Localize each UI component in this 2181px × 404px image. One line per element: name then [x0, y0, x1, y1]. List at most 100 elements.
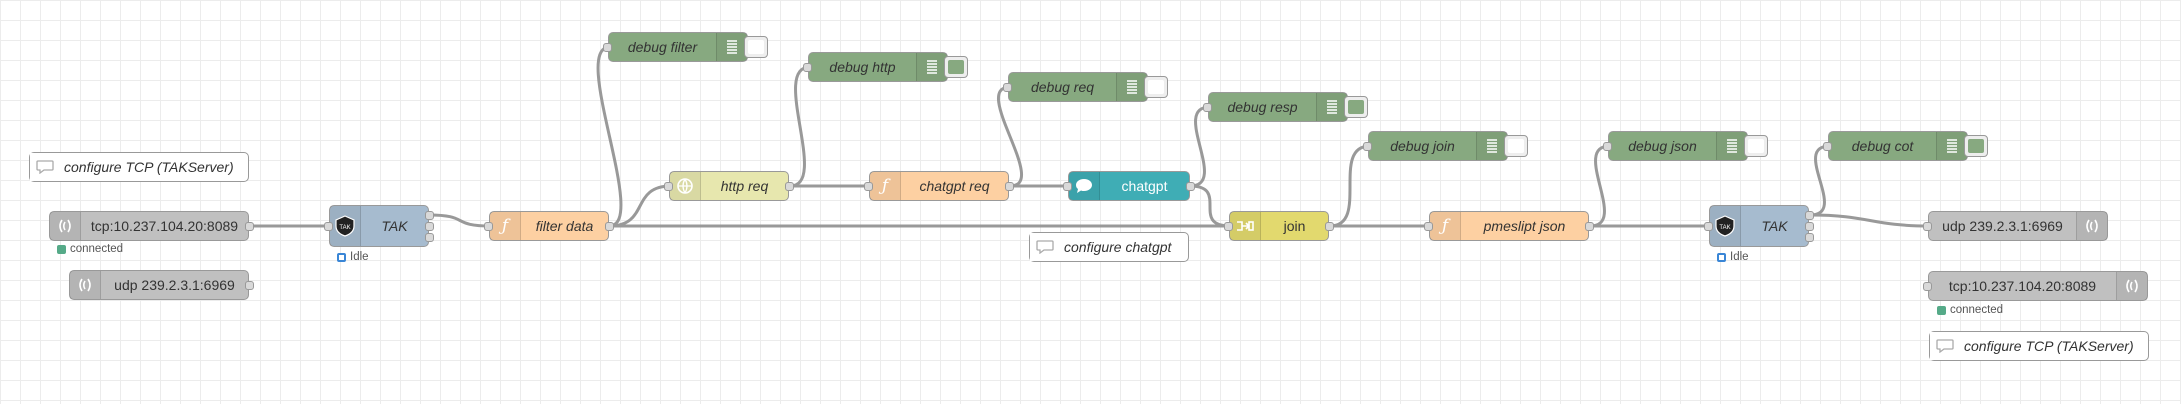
- input-port[interactable]: [803, 63, 812, 72]
- node-label: pmeslipt json: [1483, 218, 1566, 234]
- input-port[interactable]: [1704, 222, 1713, 231]
- udp-out-node[interactable]: udp 239.2.3.1:6969: [1923, 211, 2108, 241]
- input-port[interactable]: [1603, 142, 1612, 151]
- debug-node-cot[interactable]: debug cot: [1823, 131, 1968, 161]
- function-icon: ƒ: [870, 172, 901, 200]
- comment-icon: [30, 153, 60, 181]
- debug-toggle-button[interactable]: [1344, 96, 1368, 118]
- status-dot: [1717, 252, 1726, 262]
- debug-list-icon: [716, 33, 747, 61]
- input-port[interactable]: [1363, 142, 1372, 151]
- output-port-3[interactable]: [425, 233, 434, 242]
- function-node-filter-data[interactable]: ƒ filter data: [484, 211, 614, 241]
- node-label: join: [1283, 218, 1306, 234]
- output-port[interactable]: [245, 281, 254, 290]
- node-label: TAK: [381, 218, 408, 234]
- debug-node-filter[interactable]: debug filter: [603, 32, 748, 62]
- debug-list-icon: [1116, 73, 1147, 101]
- node-label: debug resp: [1227, 99, 1298, 115]
- debug-toggle-button[interactable]: [1504, 135, 1528, 157]
- debug-node-http[interactable]: debug http: [803, 52, 948, 82]
- svg-text:TAK: TAK: [1719, 225, 1730, 231]
- output-port[interactable]: [1585, 222, 1594, 231]
- function-icon: ƒ: [1430, 212, 1461, 240]
- comment-label: configure TCP (TAKServer): [64, 159, 234, 175]
- debug-list-icon: [1316, 93, 1347, 121]
- debug-node-json[interactable]: debug json: [1603, 131, 1748, 161]
- node-label: TAK: [1761, 218, 1788, 234]
- output-port[interactable]: [245, 222, 254, 231]
- bridge-wave-icon: [2076, 212, 2107, 240]
- debug-node-resp[interactable]: debug resp: [1203, 92, 1348, 122]
- debug-toggle-button[interactable]: [944, 56, 968, 78]
- comment-configure-tcp-right[interactable]: configure TCP (TAKServer): [1929, 331, 2149, 361]
- input-port[interactable]: [1823, 142, 1832, 151]
- output-port[interactable]: [1325, 222, 1334, 231]
- http-request-node[interactable]: http req: [664, 171, 794, 201]
- status-idle: Idle: [1717, 251, 1749, 263]
- comment-icon: [1030, 233, 1060, 261]
- node-label: chatgpt: [1121, 178, 1168, 194]
- output-port-2[interactable]: [425, 222, 434, 231]
- debug-toggle-button[interactable]: [1744, 135, 1768, 157]
- chatgpt-node[interactable]: chatgpt: [1063, 171, 1195, 201]
- svg-text:TAK: TAK: [339, 225, 350, 231]
- output-port[interactable]: [1186, 182, 1195, 191]
- output-port[interactable]: [1005, 182, 1014, 191]
- status-idle: Idle: [337, 251, 369, 263]
- input-port[interactable]: [1923, 222, 1932, 231]
- chat-bubble-icon: [1069, 172, 1100, 200]
- debug-list-icon: [1476, 132, 1507, 160]
- bridge-wave-icon: [70, 271, 101, 299]
- status-dot: [1937, 305, 1946, 315]
- input-port[interactable]: [324, 222, 333, 231]
- join-icon: [1230, 212, 1261, 240]
- input-port[interactable]: [1063, 182, 1072, 191]
- output-port-1[interactable]: [425, 211, 434, 220]
- node-label: debug req: [1030, 79, 1095, 95]
- status-text: connected: [70, 243, 124, 255]
- join-node[interactable]: join: [1224, 211, 1334, 241]
- status-dot: [337, 252, 346, 262]
- debug-node-join[interactable]: debug join: [1363, 131, 1508, 161]
- input-port[interactable]: [864, 182, 873, 191]
- debug-toggle-button[interactable]: [1964, 135, 1988, 157]
- status-connected: connected: [1937, 304, 2003, 316]
- input-port[interactable]: [1003, 83, 1012, 92]
- bridge-wave-icon: [50, 212, 81, 240]
- bridge-wave-icon: [2116, 272, 2147, 300]
- function-icon: ƒ: [490, 212, 521, 240]
- function-node-pmeslipt-json[interactable]: ƒ pmeslipt json: [1424, 211, 1594, 241]
- status-connected: connected: [57, 243, 123, 255]
- input-port[interactable]: [664, 182, 673, 191]
- output-port-3[interactable]: [1805, 233, 1814, 242]
- debug-node-req[interactable]: debug req: [1003, 72, 1148, 102]
- input-port[interactable]: [1203, 103, 1212, 112]
- input-port[interactable]: [1923, 282, 1932, 291]
- debug-toggle-button[interactable]: [1144, 76, 1168, 98]
- function-node-chatgpt-req[interactable]: ƒ chatgpt req: [864, 171, 1014, 201]
- tcp-in-node[interactable]: tcp:10.237.104.20:8089: [49, 211, 254, 241]
- node-label: debug http: [829, 59, 896, 75]
- tak-node[interactable]: TAK TAK: [1704, 205, 1814, 247]
- tcp-out-node[interactable]: tcp:10.237.104.20:8089: [1923, 271, 2148, 301]
- udp-in-node[interactable]: udp 239.2.3.1:6969: [69, 270, 254, 300]
- debug-toggle-button[interactable]: [744, 36, 768, 58]
- comment-configure-chatgpt[interactable]: configure chatgpt: [1029, 232, 1189, 262]
- node-label: chatgpt req: [919, 178, 990, 194]
- status-dot: [57, 244, 66, 254]
- debug-list-icon: [1716, 132, 1747, 160]
- output-port[interactable]: [605, 222, 614, 231]
- input-port[interactable]: [1224, 222, 1233, 231]
- input-port[interactable]: [484, 222, 493, 231]
- output-port[interactable]: [785, 182, 794, 191]
- input-port[interactable]: [1424, 222, 1433, 231]
- comment-configure-tcp-left[interactable]: configure TCP (TAKServer): [29, 152, 249, 182]
- output-port-1[interactable]: [1805, 211, 1814, 220]
- input-port[interactable]: [603, 43, 612, 52]
- output-port-2[interactable]: [1805, 222, 1814, 231]
- tak-node[interactable]: TAK TAK: [324, 205, 434, 247]
- node-label: debug filter: [627, 39, 698, 55]
- status-text: Idle: [1730, 251, 1749, 263]
